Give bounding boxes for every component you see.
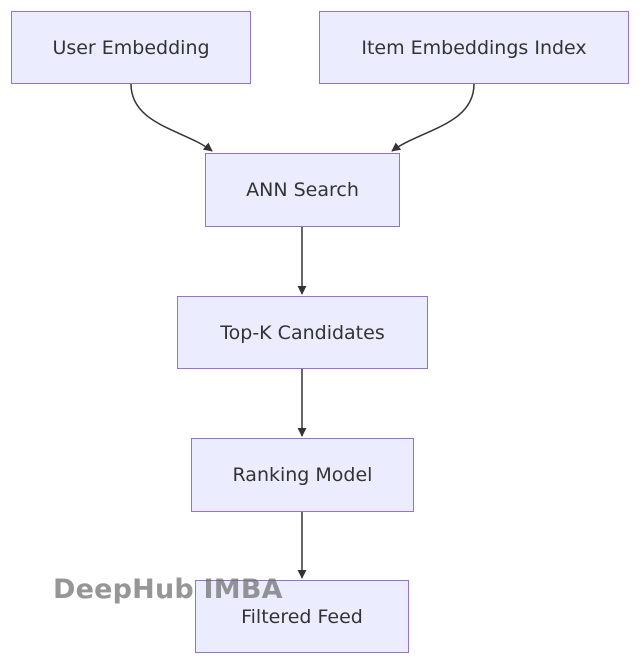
node-user-embedding-label: User Embedding bbox=[52, 36, 210, 59]
edge-item-index-to-ann-search bbox=[391, 83, 475, 152]
node-ann-search: ANN Search bbox=[205, 153, 400, 227]
node-top-k-candidates-label: Top-K Candidates bbox=[220, 321, 385, 344]
node-ann-search-label: ANN Search bbox=[246, 179, 359, 201]
edge-user-embedding-to-ann-search bbox=[130, 83, 213, 152]
node-filtered-feed: Filtered Feed bbox=[195, 580, 409, 653]
node-top-k-candidates: Top-K Candidates bbox=[177, 296, 428, 369]
node-ranking-model: Ranking Model bbox=[191, 438, 414, 512]
node-item-embeddings-index-label: Item Embeddings Index bbox=[361, 36, 587, 59]
node-ranking-model-label: Ranking Model bbox=[232, 464, 373, 486]
node-item-embeddings-index: Item Embeddings Index bbox=[319, 11, 629, 84]
node-filtered-feed-label: Filtered Feed bbox=[241, 605, 363, 628]
node-user-embedding: User Embedding bbox=[11, 11, 251, 84]
